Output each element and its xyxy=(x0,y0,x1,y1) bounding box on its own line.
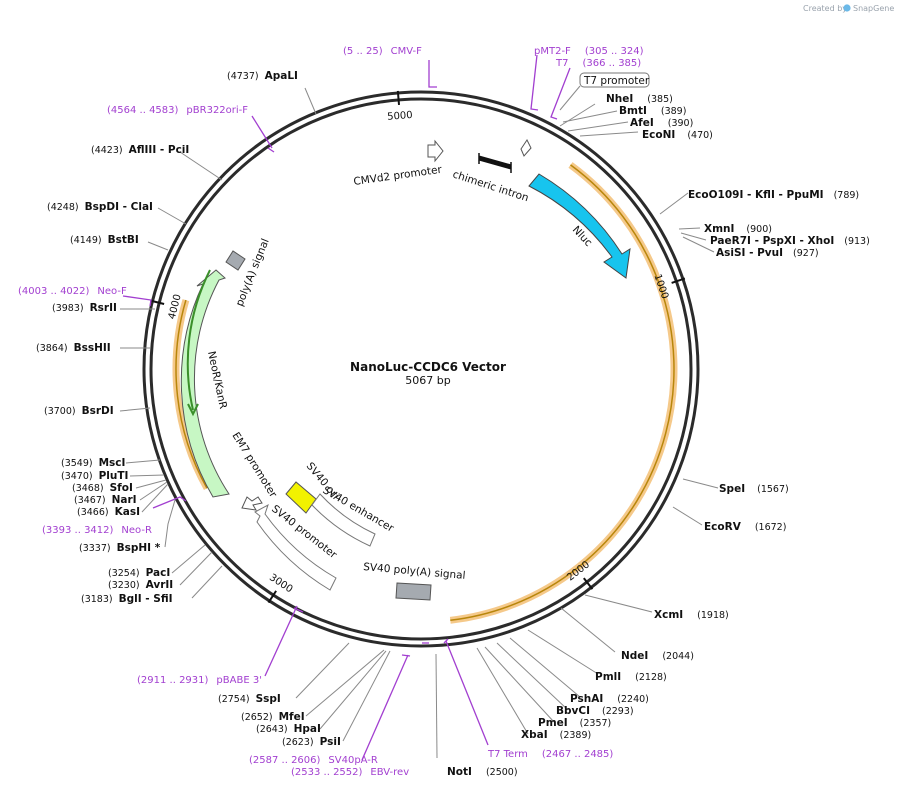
leader-layer xyxy=(119,85,719,759)
snapgene-logo-icon xyxy=(843,4,851,12)
enzyme-site[interactable]: EcoRV(1672) xyxy=(704,521,786,533)
orf-arc-left[interactable] xyxy=(172,299,211,491)
enzyme-labels: (4737)ApaLI (4423)AflIII - PciI (4248)Bs… xyxy=(36,70,870,778)
enzyme-site[interactable]: NheI(385) xyxy=(606,93,673,105)
enzyme-site[interactable]: (3470)PluTI xyxy=(61,470,128,482)
em7-promoter-feature: EM7 promoter xyxy=(229,430,279,511)
enzyme-site[interactable]: (4248)BspDI - ClaI xyxy=(47,201,153,213)
enzyme-site[interactable]: NotI(2500) xyxy=(447,766,518,778)
neor-kanr-label: NeoR/KanR xyxy=(205,350,229,410)
enzyme-site[interactable]: (3549)MscI xyxy=(61,457,125,469)
primer-site[interactable]: T7(366 .. 385) xyxy=(555,58,641,69)
enzyme-site[interactable]: NdeI(2044) xyxy=(621,650,694,662)
sv40-polya-signal-feature: SV40 poly(A) signal xyxy=(363,561,466,601)
primer-labels: (5 .. 25)CMV-F pMT2-F(305 .. 324) T7(366… xyxy=(18,46,644,778)
t7-promoter-feature: T7 promoter xyxy=(520,72,650,157)
primer-site[interactable]: pMT2-F(305 .. 324) xyxy=(534,46,644,57)
enzyme-site[interactable]: (3230)AvrII xyxy=(108,579,173,591)
chimeric-intron-feature: chimeric intron xyxy=(451,153,530,204)
sv40-polya-signal-label: SV40 poly(A) signal xyxy=(363,561,466,582)
credit-created-by: Created by xyxy=(803,4,847,13)
enzyme-site[interactable]: EcoO109I - KflI - PpuMI(789) xyxy=(688,189,859,201)
enzyme-site[interactable]: BmtI(389) xyxy=(619,105,686,117)
enzyme-site[interactable]: (3467)NarI xyxy=(74,494,137,506)
tick-mark xyxy=(150,299,165,305)
cmvd2-promoter-feature: CMVd2 promoter xyxy=(353,139,444,188)
enzyme-site[interactable]: (3183)BglI - SfiI xyxy=(81,593,173,605)
snapgene-credit: Created by SnapGene xyxy=(803,4,894,13)
tick-mark xyxy=(396,90,401,105)
primer-site[interactable]: (4564 .. 4583)pBR322ori-F xyxy=(107,105,248,116)
enzyme-site[interactable]: (4423)AflIII - PciI xyxy=(91,144,189,156)
primer-site[interactable]: (2911 .. 2931)pBABE 3' xyxy=(137,675,262,686)
orf-layer xyxy=(172,162,678,624)
neor-kanr-feature[interactable]: NeoR/KanR xyxy=(180,269,230,498)
polya-signal-feature: poly(A) signal xyxy=(225,237,272,308)
chimeric-intron-label: chimeric intron xyxy=(451,168,530,204)
enzyme-site[interactable]: PshAI(2240) xyxy=(570,693,649,705)
tick-label: 1000 xyxy=(651,273,670,301)
t7-promoter-label: T7 promoter xyxy=(583,75,650,87)
enzyme-site[interactable]: SpeI(1567) xyxy=(719,483,789,495)
enzyme-site[interactable]: AfeI(390) xyxy=(630,117,693,129)
enzyme-site[interactable]: PaeR7I - PspXI - XhoI(913) xyxy=(710,235,870,247)
primer-site[interactable]: (5 .. 25)CMV-F xyxy=(343,46,422,57)
enzyme-site[interactable]: (4737)ApaLI xyxy=(227,70,298,82)
enzyme-site[interactable]: BbvCI(2293) xyxy=(556,705,634,717)
polya-signal-label: poly(A) signal xyxy=(234,237,272,308)
nluc-feature[interactable]: Nluc xyxy=(528,173,631,279)
enzyme-site[interactable]: (2623)PsiI xyxy=(282,736,341,748)
primer-site[interactable]: (2533 .. 2552)EBV-rev xyxy=(291,767,409,778)
orf-arc-right[interactable] xyxy=(449,162,678,624)
enzyme-site[interactable]: (3337)BspHI * xyxy=(79,542,161,554)
enzyme-site[interactable]: (3983)RsrII xyxy=(52,302,117,314)
primer-site[interactable]: T7 Term(2467 .. 2485) xyxy=(487,749,613,760)
enzyme-site[interactable]: (4149)BstBI xyxy=(70,234,139,246)
enzyme-site[interactable]: XmnI(900) xyxy=(704,223,772,235)
enzyme-site[interactable]: PmeI(2357) xyxy=(538,717,611,729)
backbone-inner-ring xyxy=(149,97,693,641)
plasmid-size: 5067 bp xyxy=(405,374,450,387)
primer-site[interactable]: (3393 .. 3412)Neo-R xyxy=(42,525,152,536)
cmvd2-promoter-label: CMVd2 promoter xyxy=(353,164,443,188)
enzyme-site[interactable]: (2652)MfeI xyxy=(241,711,305,723)
enzyme-site[interactable]: AsiSI - PvuI(927) xyxy=(716,247,819,259)
tick-mark xyxy=(267,590,277,604)
tick-mark xyxy=(583,577,594,590)
enzyme-site[interactable]: XcmI(1918) xyxy=(654,609,729,621)
enzyme-site[interactable]: (3254)PacI xyxy=(108,567,170,579)
primer-marks xyxy=(122,54,571,761)
primer-site[interactable]: (2587 .. 2606)SV40pA-R xyxy=(249,755,378,766)
tick-label: 5000 xyxy=(387,110,413,123)
enzyme-site[interactable]: (3864)BssHII xyxy=(36,342,111,354)
enzyme-site[interactable]: (3468)SfoI xyxy=(72,482,133,494)
enzyme-site[interactable]: EcoNI(470) xyxy=(642,129,713,141)
enzyme-site[interactable]: (2643)HpaI xyxy=(256,723,321,735)
sv40-enhancer-feature: SV40 enhancer xyxy=(311,484,396,547)
tick-mark xyxy=(671,277,686,284)
primer-site[interactable]: (4003 .. 4022)Neo-F xyxy=(18,286,127,297)
enzyme-site[interactable]: (3466)KasI xyxy=(77,506,140,518)
enzyme-site[interactable]: XbaI(2389) xyxy=(521,729,591,741)
backbone-outer-ring xyxy=(142,90,700,648)
enzyme-site[interactable]: (2754)SspI xyxy=(218,693,281,705)
enzyme-site[interactable]: PmlI(2128) xyxy=(595,671,667,683)
plasmid-name: NanoLuc-CCDC6 Vector xyxy=(350,360,506,374)
em7-promoter-label: EM7 promoter xyxy=(229,430,279,500)
enzyme-site[interactable]: (3700)BsrDI xyxy=(44,405,114,417)
credit-brand: SnapGene xyxy=(853,4,894,13)
